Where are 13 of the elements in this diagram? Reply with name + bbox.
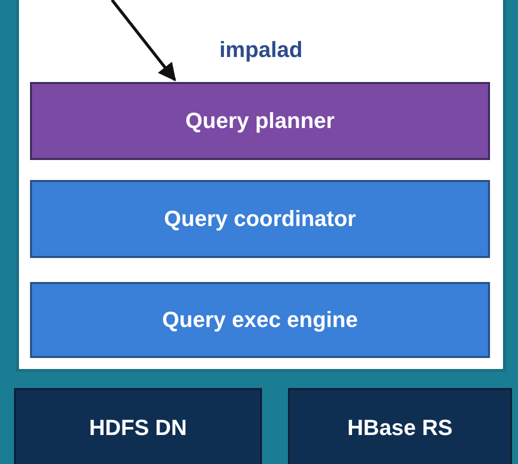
box-label: Query coordinator (164, 206, 356, 232)
panel-title: impalad (219, 37, 303, 63)
box-label: HDFS DN (89, 415, 187, 441)
box-label: Query exec engine (162, 307, 358, 333)
box-label: HBase RS (347, 415, 453, 441)
storage-box (288, 388, 512, 464)
process-box (30, 282, 490, 358)
daemon-panel (16, 0, 506, 372)
planner-box (30, 82, 490, 160)
storage-box (14, 388, 262, 464)
arrow (110, 0, 176, 82)
box-label: Query planner (185, 108, 335, 134)
process-box (30, 180, 490, 258)
